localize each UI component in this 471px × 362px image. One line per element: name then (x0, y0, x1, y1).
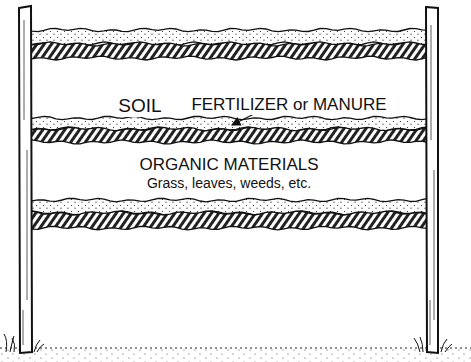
compost-layers (26, 28, 428, 230)
layer-note: Grass, leaves, weeds, etc. (145, 176, 313, 191)
ground-line (0, 348, 471, 349)
layer-label: ORGANIC MATERIALS (137, 156, 320, 175)
wooden-post (426, 7, 438, 353)
fertilizer-layer (26, 211, 428, 230)
grass-tufts (4, 334, 452, 352)
wooden-post (19, 6, 32, 353)
fertilizer-layer (26, 127, 428, 144)
layer-label: SOIL (116, 96, 163, 117)
ground (0, 348, 471, 362)
fertilizer-layer (26, 42, 428, 60)
layer-label: FERTILIZER or MANURE (189, 96, 388, 115)
